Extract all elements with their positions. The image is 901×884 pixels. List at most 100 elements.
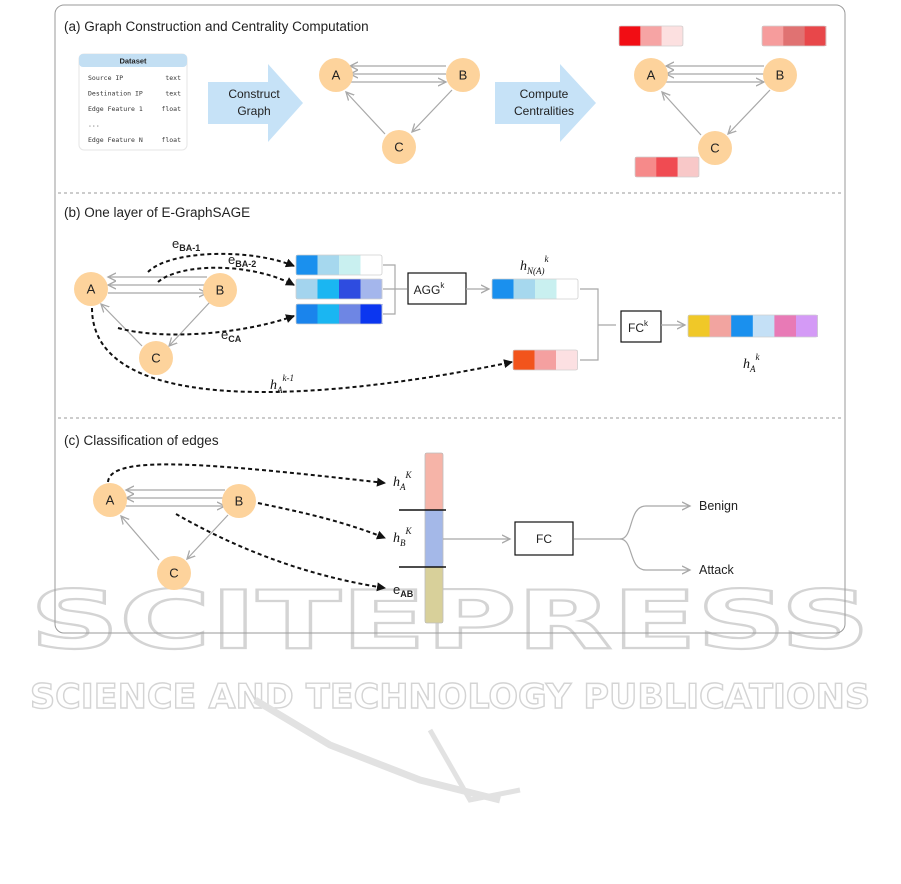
- vector-cell: [619, 26, 641, 46]
- attack-branch: [619, 538, 690, 570]
- benign-branch: [574, 506, 690, 540]
- agg-box: [407, 272, 467, 305]
- node-a-4: [93, 483, 127, 517]
- vector-cell: [762, 26, 784, 46]
- centrality-vector-c: [634, 156, 700, 178]
- label-e-ca: eCA: [221, 327, 242, 344]
- dataset-field: ...: [88, 121, 100, 129]
- vector-cell: [677, 157, 700, 177]
- embedding-e-ba1: [295, 254, 383, 276]
- node-c-3: [139, 341, 173, 375]
- vector-cell: [339, 279, 361, 299]
- construct-label-2: Graph: [237, 104, 270, 118]
- construct-arrow-shape: [208, 64, 303, 142]
- agg-bracket: [383, 264, 407, 315]
- node-a-4-label: A: [106, 493, 115, 508]
- vector-cell: [556, 350, 578, 370]
- embedding-h-prev: [512, 349, 578, 371]
- node-b-label: B: [459, 68, 468, 83]
- vector-cell: [296, 304, 318, 324]
- concatenated-vector: [399, 452, 446, 624]
- vector-outline: [295, 278, 383, 300]
- vector-cell: [796, 315, 818, 337]
- fc-classifier-label: FC: [536, 532, 552, 546]
- fc-classifier-box: [514, 521, 574, 556]
- vector-cell: [317, 279, 340, 299]
- label-h-b-final: hBK: [393, 526, 413, 548]
- dataset-field: Source IP: [88, 74, 123, 82]
- watermark-line-1: SCITEPRESS: [30, 574, 870, 667]
- label-e-ba1: eBA-1: [172, 236, 200, 253]
- vector-cell: [360, 279, 383, 299]
- label-e-ba2: eBA-2: [228, 252, 256, 269]
- vector-outline: [618, 25, 684, 47]
- node-b-2: [763, 58, 797, 92]
- dataset-type: float: [161, 105, 181, 113]
- node-a-2-label: A: [647, 68, 656, 83]
- figure-frame: [54, 4, 846, 634]
- label-h-output: hAk: [743, 352, 761, 374]
- vector-outline: [761, 25, 827, 47]
- node-a: [319, 58, 353, 92]
- vector-cell: [752, 315, 775, 337]
- vector-cell: [640, 26, 662, 46]
- stack-segment-h-b: [425, 510, 443, 567]
- vector-cell: [688, 315, 710, 337]
- vector-cell: [339, 255, 361, 275]
- section-b: (b) One layer of E-GraphSAGE A B C eBA-1…: [64, 205, 819, 395]
- dataset-field: Edge Feature N: [88, 136, 143, 144]
- node-c: [382, 130, 416, 164]
- construct-graph-arrow: Construct Graph: [208, 64, 303, 142]
- vector-cell: [804, 26, 827, 46]
- dataset-type: text: [165, 90, 181, 98]
- label-h-a-final: hAK: [393, 470, 413, 492]
- stack-segment-h-a: [425, 453, 443, 510]
- node-a-2: [634, 58, 668, 92]
- vector-cell: [513, 350, 535, 370]
- vector-outline: [634, 156, 700, 178]
- vector-outline: [687, 314, 819, 338]
- node-a-3-label: A: [87, 282, 96, 297]
- node-a-3: [74, 272, 108, 306]
- dataset-title: Dataset: [119, 57, 147, 66]
- agg-label: AGGk: [414, 281, 446, 297]
- edge-ca-arrow: [117, 314, 295, 336]
- h-b-arrow: [257, 502, 386, 540]
- node-a-label: A: [332, 68, 341, 83]
- e-ab-arrow: [175, 513, 386, 592]
- vector-cell: [317, 304, 340, 324]
- vector-outline: [295, 303, 383, 325]
- vector-cell: [783, 26, 805, 46]
- vector-cell: [296, 279, 318, 299]
- output-attack: Attack: [699, 563, 734, 577]
- vector-outline: [491, 278, 579, 300]
- vector-outline: [512, 349, 578, 371]
- vector-cell: [656, 157, 678, 177]
- section-a-title: (a) Graph Construction and Centrality Co…: [64, 19, 369, 34]
- node-b-3-label: B: [216, 283, 225, 298]
- dataset-type: text: [165, 74, 181, 82]
- fc-k-box: [620, 310, 662, 343]
- vector-cell: [731, 315, 754, 337]
- watermark-line-2: SCIENCE AND TECHNOLOGY PUBLICATIONS: [30, 677, 870, 717]
- section-c: (c) Classification of edges A B C hAK hB…: [64, 433, 738, 624]
- node-c-2: [698, 131, 732, 165]
- fc-k-label: FCk: [628, 319, 649, 335]
- compute-label-2: Centralities: [514, 104, 574, 118]
- label-h-neighborhood: hN(A)k: [520, 254, 550, 276]
- vector-cell: [661, 26, 684, 46]
- dataset-field: Destination IP: [88, 90, 143, 98]
- stack-outline: [424, 452, 444, 624]
- section-a: (a) Graph Construction and Centrality Co…: [64, 19, 827, 178]
- fc-merge-bracket: [580, 288, 616, 361]
- vector-cell: [513, 279, 536, 299]
- dataset-field: Edge Feature 1: [88, 105, 143, 113]
- stack-segment-e-ab: [425, 567, 443, 623]
- node-c-2-label: C: [710, 141, 719, 156]
- vector-cell: [317, 255, 340, 275]
- node-b-3: [203, 273, 237, 307]
- label-e-ab: eAB: [393, 582, 414, 599]
